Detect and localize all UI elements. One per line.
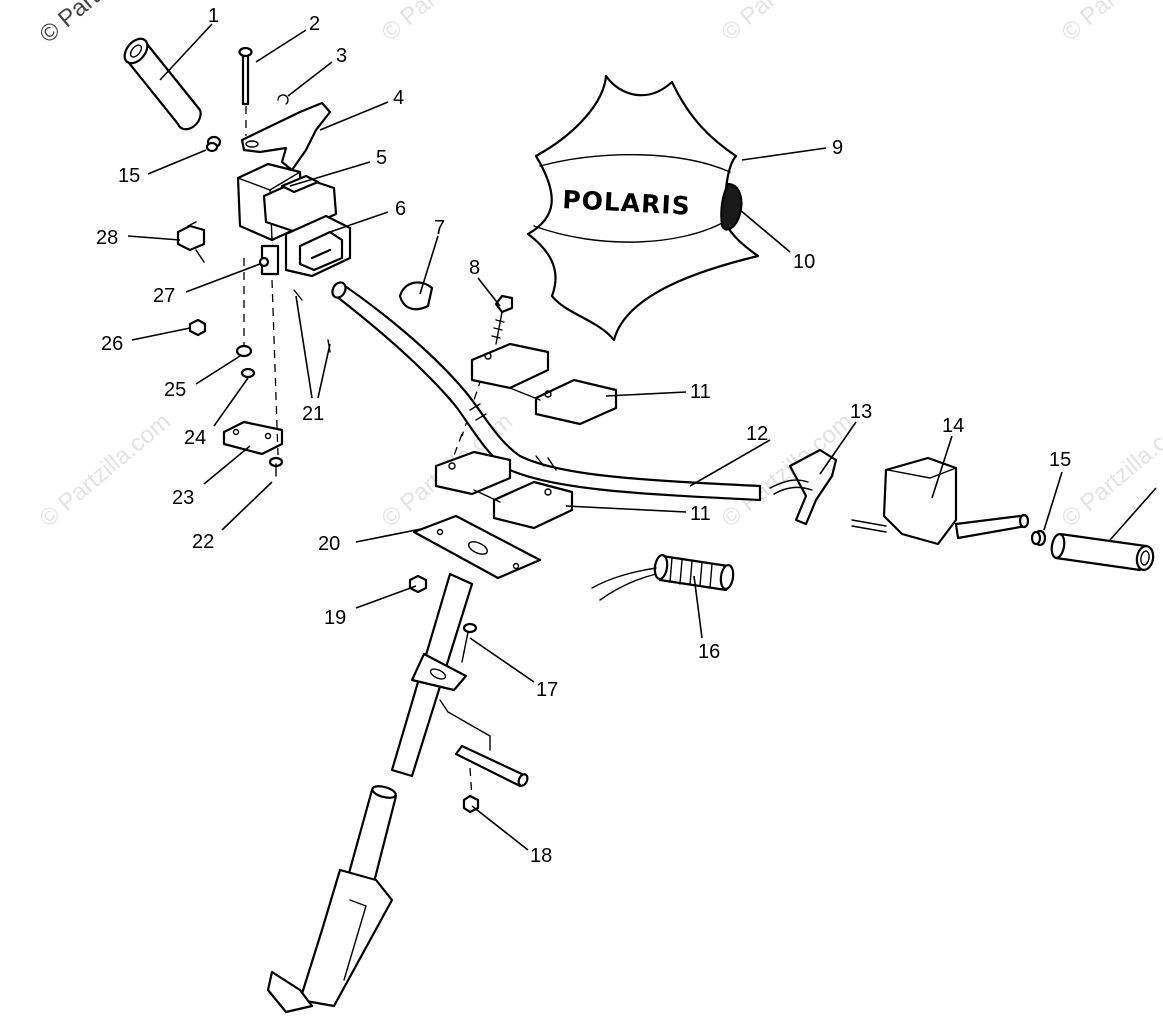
- callout-26: 26: [101, 333, 123, 355]
- callout-17: 17: [536, 679, 558, 701]
- callout-3: 3: [336, 45, 347, 67]
- part-4-throttle-lever: [240, 101, 332, 172]
- part-9-polaris-pad: POLARIS: [526, 74, 760, 342]
- part-23-plate: [222, 420, 284, 456]
- callout-28: 28: [96, 227, 118, 249]
- watermark-tile: © Partzilla.com: [717, 408, 858, 533]
- watermark-tile: © Partzilla.com: [1057, 0, 1163, 47]
- callout-13: 13: [850, 401, 872, 423]
- part-15-left-plug: [205, 135, 222, 153]
- part-20-post-plate: [412, 514, 542, 580]
- callout-25: 25: [164, 379, 186, 401]
- part-11-upper-clamp: [470, 342, 618, 426]
- callout-27: 27: [153, 285, 175, 307]
- part-1-right-grip: [1050, 532, 1155, 572]
- part-16-heater-element: [591, 553, 735, 601]
- polaris-logo-text: POLARIS: [562, 185, 692, 221]
- part-1-left-grip: [123, 37, 202, 131]
- part-17-screw: [461, 622, 478, 663]
- assembly-guide-lines: [243, 106, 491, 799]
- part-15-right-plug: [1030, 529, 1047, 547]
- callout-9: 9: [832, 137, 843, 159]
- part-11-lower-clamp: [434, 450, 574, 530]
- part-18-pin-and-nut: [454, 744, 529, 814]
- part-25-washer: [235, 344, 253, 358]
- callout-6: 6: [395, 198, 406, 220]
- callout-5: 5: [376, 147, 387, 169]
- callout-12: 12: [746, 423, 768, 445]
- watermark-tile: © Partzilla.com: [35, 408, 176, 533]
- corner-watermark: © Partzilla.com: [35, 0, 176, 49]
- part-12-handlebar: [331, 281, 762, 502]
- callout-7: 7: [434, 217, 445, 239]
- callout-numbers: 1 2 3 4 5 6 7 8 9 10 11 12 13 14 15 11 1…: [96, 5, 1071, 867]
- part-2-pin: [238, 46, 253, 106]
- part-5-6-throttle-block: [236, 162, 352, 278]
- callout-21: 21: [302, 403, 324, 425]
- callout-15-right: 15: [1049, 449, 1071, 471]
- callout-1: 1: [208, 5, 219, 27]
- callout-8: 8: [469, 257, 480, 279]
- callout-23: 23: [172, 487, 194, 509]
- leader-lines: [127, 23, 1157, 851]
- part-10-pad-edge: [720, 182, 743, 231]
- callout-18: 18: [530, 845, 552, 867]
- callout-22: 22: [192, 531, 214, 553]
- part-26-nut: [188, 318, 207, 337]
- watermark-tile: © Partzilla.com: [1057, 408, 1163, 533]
- part-19-nut: [408, 574, 428, 594]
- watermark-tile: © Partzilla.com: [717, 0, 858, 47]
- watermark-tile: © Partzilla.com: [377, 0, 518, 47]
- part-24-lock-washer: [240, 367, 256, 379]
- steering-post: [266, 572, 474, 1014]
- callout-11-upper: 11: [690, 381, 711, 403]
- callout-2: 2: [309, 13, 320, 35]
- callout-19: 19: [324, 607, 346, 629]
- part-28-clamp: [176, 221, 206, 263]
- callout-15-left: 15: [118, 165, 140, 187]
- part-7-clip: [398, 281, 434, 311]
- callout-11-lower: 11: [690, 503, 711, 525]
- part-8-bolt: [491, 294, 514, 345]
- part-3-clip: [277, 94, 289, 105]
- part-22-screw: [268, 456, 284, 477]
- callout-16: 16: [698, 641, 720, 663]
- callout-14: 14: [942, 415, 964, 437]
- callout-24: 24: [184, 427, 206, 449]
- part-27-screw: [258, 256, 270, 268]
- callout-4: 4: [393, 87, 404, 109]
- callout-20: 20: [318, 533, 340, 555]
- callout-10: 10: [793, 251, 815, 273]
